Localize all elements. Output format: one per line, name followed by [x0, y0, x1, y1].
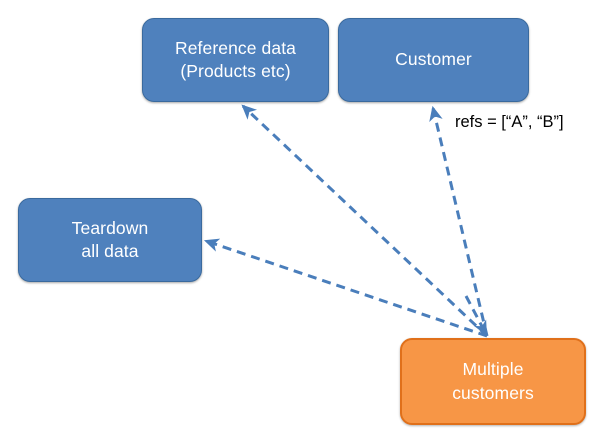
node-multiple-customers-label: Multiple customers — [452, 358, 534, 404]
node-teardown-all-data-label: Teardown all data — [72, 217, 149, 263]
node-multiple-customers-label-line-1: Multiple — [462, 359, 524, 380]
node-teardown-all-data-label-line-2: all data — [81, 241, 139, 261]
edge-into-multiple — [464, 295, 488, 336]
edge-multiple-to-customer — [429, 105, 489, 337]
edge-label-refs: refs = [“A”, “B”] — [455, 113, 564, 131]
node-reference-data-label-line-2: (Products etc) — [180, 61, 291, 81]
node-multiple-customers-label-line-2: customers — [452, 382, 534, 403]
edge-multiple-to-teardown — [203, 238, 488, 338]
node-customer[interactable]: Customer — [338, 18, 529, 102]
node-reference-data-label: Reference data (Products etc) — [175, 37, 296, 83]
node-reference-data-label-line-1: Reference data — [174, 37, 297, 58]
edge-multiple-to-reference — [241, 104, 489, 338]
node-reference-data[interactable]: Reference data (Products etc) — [142, 18, 329, 102]
node-multiple-customers[interactable]: Multiple customers — [400, 338, 586, 425]
node-teardown-all-data-label-line-1: Teardown — [71, 217, 149, 238]
node-teardown-all-data[interactable]: Teardown all data — [18, 198, 202, 282]
node-customer-label-line-1: Customer — [395, 49, 472, 70]
node-customer-label: Customer — [395, 48, 472, 71]
